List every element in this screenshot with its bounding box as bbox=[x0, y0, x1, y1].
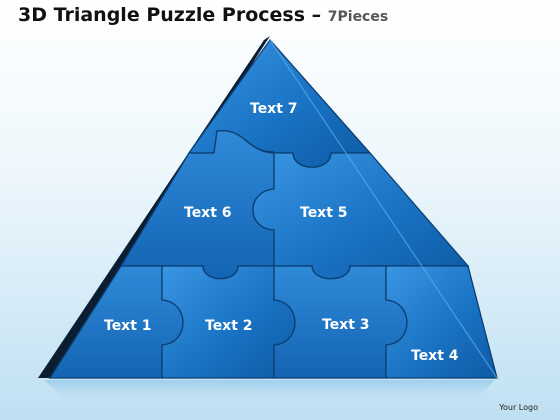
pyramid-reflection bbox=[44, 380, 495, 404]
pyramid-edge-highlight bbox=[269, 39, 498, 379]
piece-label-4: Text 4 bbox=[411, 348, 459, 364]
logo-text: Your Logo bbox=[499, 403, 538, 412]
piece-label-6: Text 6 bbox=[184, 205, 232, 221]
piece-label-1: Text 1 bbox=[104, 318, 152, 334]
title-main: 3D Triangle Puzzle Process – bbox=[18, 4, 322, 26]
puzzle-piece-4 bbox=[385, 265, 498, 379]
title-suffix: 7Pieces bbox=[327, 9, 389, 25]
piece-label-2: Text 2 bbox=[205, 318, 253, 334]
piece-label-3: Text 3 bbox=[322, 317, 370, 333]
diagram-title: 3D Triangle Puzzle Process – 7Pieces bbox=[18, 4, 388, 26]
piece-label-5: Text 5 bbox=[300, 205, 348, 221]
piece-label-7: Text 7 bbox=[250, 101, 298, 117]
puzzle-piece-5 bbox=[252, 152, 470, 280]
